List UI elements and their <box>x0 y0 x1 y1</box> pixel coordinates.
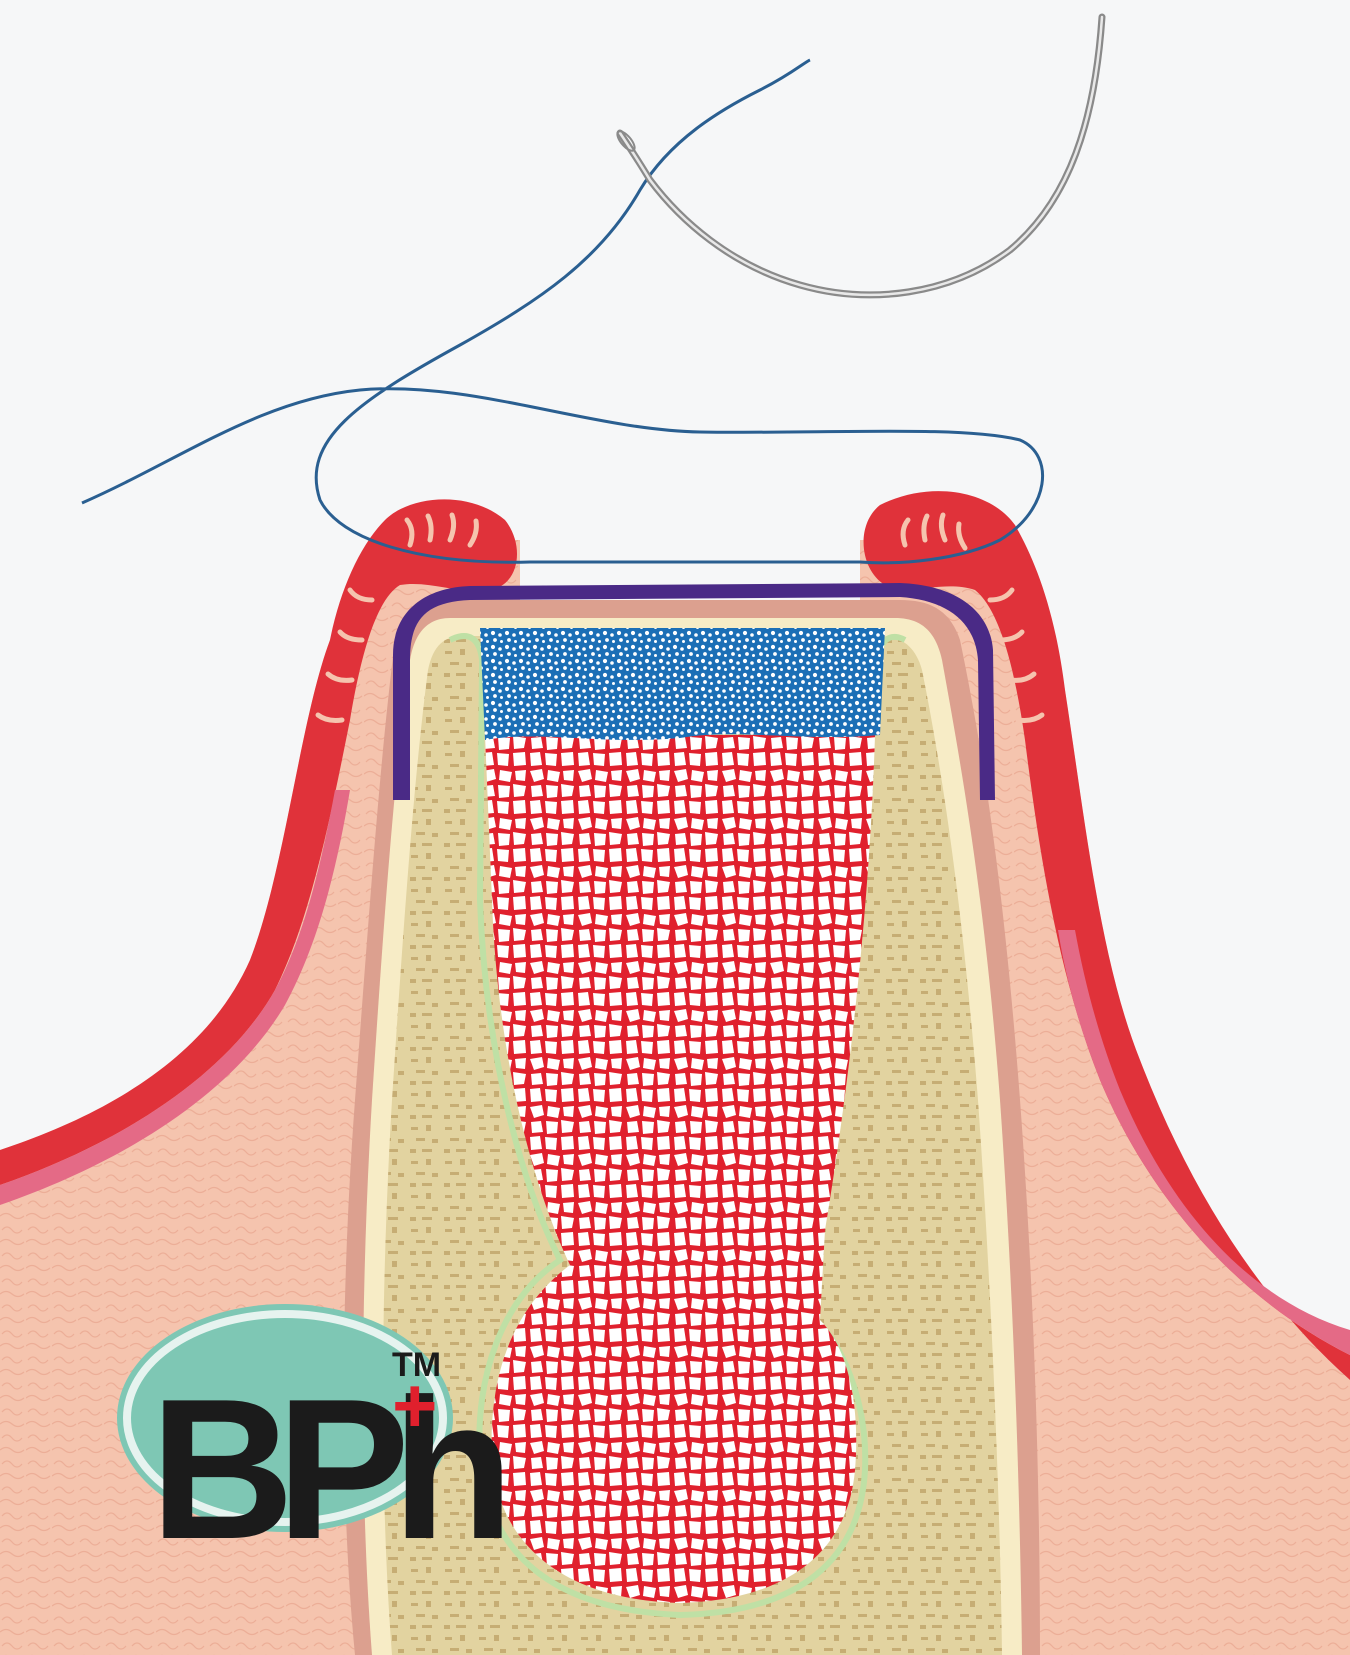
collagen-plug <box>480 628 885 740</box>
bone-graft <box>485 735 875 1603</box>
logo-trademark: TM <box>392 1346 441 1384</box>
logo-letters: BPh <box>150 1358 502 1581</box>
